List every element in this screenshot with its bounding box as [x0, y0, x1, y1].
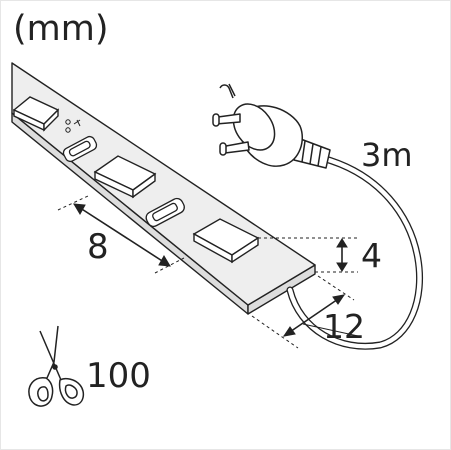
strip-height-label: 4	[361, 236, 382, 275]
power-plug-icon	[212, 83, 331, 169]
led-chips	[12, 96, 260, 264]
led-strip	[11, 62, 316, 315]
unit-label: (mm)	[13, 9, 109, 49]
led-chip	[93, 155, 157, 199]
cut-interval-label: 100	[86, 356, 151, 396]
led-strip-top-face	[11, 62, 316, 306]
resistors	[62, 135, 185, 227]
resistor	[62, 135, 98, 163]
dimension-strip-height	[258, 237, 358, 273]
led-chip	[192, 218, 260, 264]
scissors-icon	[28, 325, 85, 407]
strip-width-label: 12	[323, 307, 365, 346]
cut-mark	[65, 119, 81, 133]
led-spacing-label: 8	[87, 227, 109, 267]
dimension-led-spacing	[57, 195, 185, 274]
led-chip	[12, 96, 60, 132]
cable-length-label: 3m	[361, 136, 413, 174]
dimension-strip-width	[251, 275, 359, 349]
resistor	[145, 197, 185, 227]
